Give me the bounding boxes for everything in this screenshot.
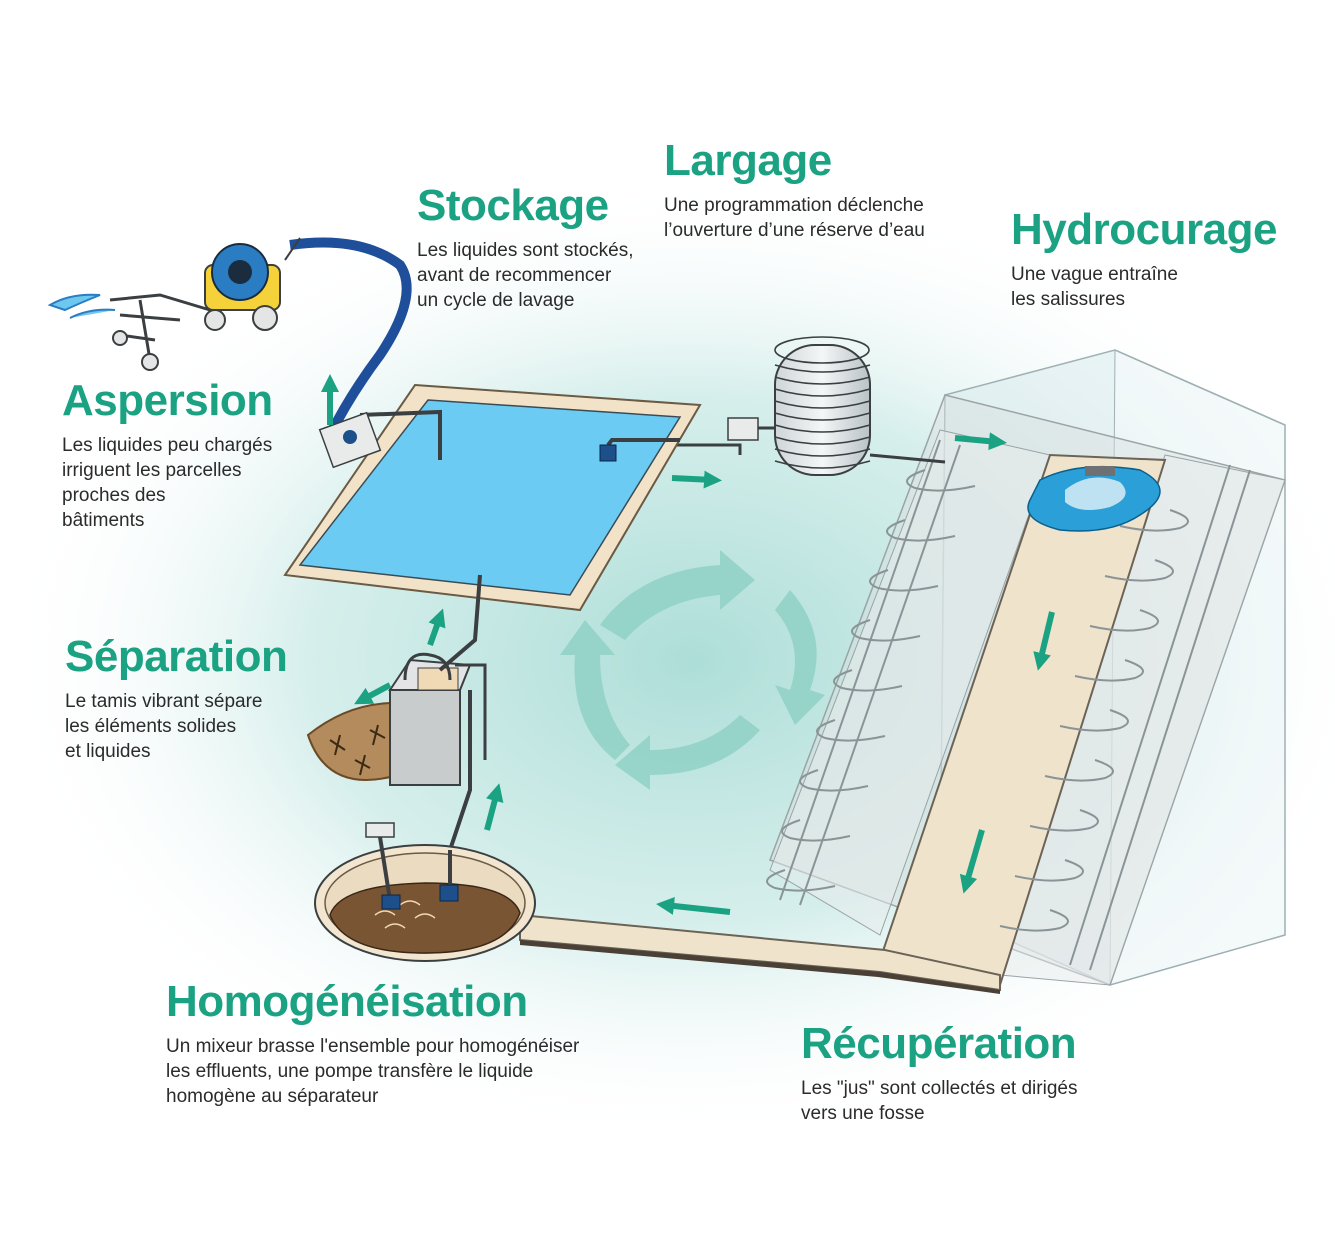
step-stockage: Stockage Les liquides sont stockés, avan… (417, 182, 634, 313)
step-title: Séparation (65, 632, 288, 681)
step-title: Homogénéisation (166, 977, 528, 1026)
step-title: Largage (664, 136, 832, 185)
step-description: Les liquides sont stockés, avant de reco… (417, 240, 634, 311)
step-homogeneisation: Homogénéisation Un mixeur brasse l'ensem… (166, 978, 579, 1109)
step-description: Les liquides peu chargés irriguent les p… (62, 435, 273, 531)
step-largage: Largage Une programmation déclenche l’ou… (664, 137, 925, 243)
cycle-arrows (560, 550, 825, 790)
flow-arrow-separation-left (354, 682, 392, 705)
step-description: Une programmation déclenche l’ouverture … (664, 195, 925, 241)
mixing-pit (314, 822, 536, 962)
step-description: Le tamis vibrant sépare les éléments sol… (65, 691, 263, 762)
step-separation: Séparation Le tamis vibrant sépare les é… (65, 632, 288, 764)
livestock-building (766, 349, 1286, 990)
step-description: Une vague entraîne les salissures (1011, 264, 1178, 310)
water-reserve-coil (675, 336, 946, 476)
storage-pool (283, 383, 702, 612)
step-title: Hydrocurage (1011, 205, 1277, 254)
flush-wave (1027, 465, 1161, 532)
flow-arrow-pit-up (484, 783, 504, 831)
vibrating-separator (306, 574, 487, 885)
step-title: Récupération (801, 1019, 1077, 1068)
flow-arrow-separation-up (427, 608, 446, 647)
step-description: Un mixeur brasse l'ensemble pour homogén… (166, 1036, 580, 1107)
step-recuperation: Récupération Les "jus" sont collectés et… (801, 1020, 1077, 1126)
step-aspersion: Aspersion Les liquides peu chargés irrig… (62, 377, 273, 533)
flow-arrows (656, 432, 1055, 915)
irrigation-reel (47, 237, 412, 469)
step-description: Les "jus" sont collectés et dirigés vers… (801, 1078, 1078, 1124)
step-hydrocurage: Hydrocurage Une vague entraîne les salis… (1011, 206, 1277, 312)
step-title: Aspersion (62, 376, 273, 425)
step-title: Stockage (417, 181, 609, 230)
